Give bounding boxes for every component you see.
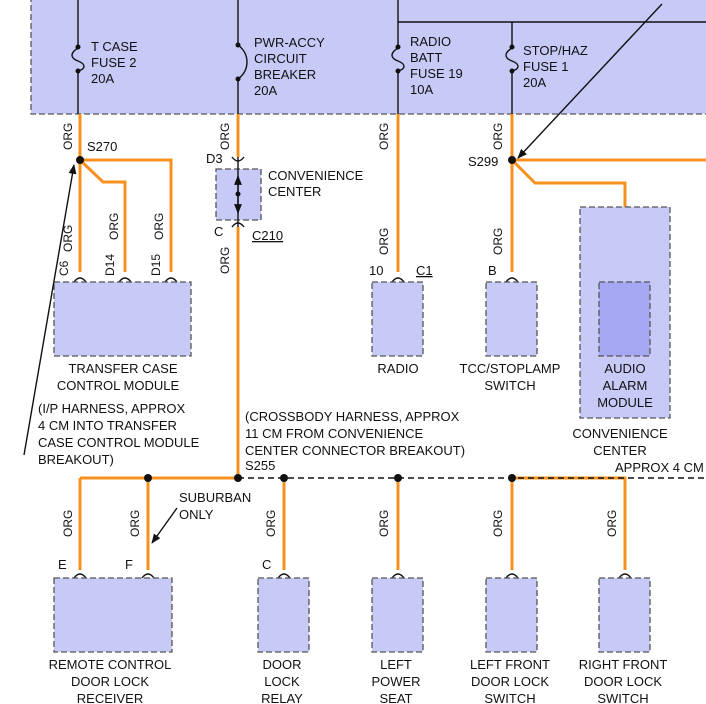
- ip-leader-arrow: [23, 164, 77, 456]
- svg-text:ORG: ORG: [107, 213, 121, 240]
- pin-d3: D3: [206, 151, 223, 166]
- svg-text:ORG: ORG: [605, 510, 619, 537]
- left-power-seat: [371, 577, 424, 653]
- svg-text:ORG: ORG: [218, 247, 232, 274]
- tcc-stoplamp-switch: [485, 281, 538, 357]
- remote-door-lock-receiver: [53, 577, 173, 653]
- fuse-stop-haz: [505, 37, 519, 78]
- splice-s255: S255: [245, 458, 275, 473]
- fuse-radio-batt: [391, 37, 405, 78]
- splice-dots: [76, 156, 516, 482]
- svg-text:ORG: ORG: [377, 123, 391, 150]
- svg-text:ORG: ORG: [377, 228, 391, 255]
- pin-c1: C1: [416, 263, 433, 278]
- connector-c210: C210: [252, 228, 283, 243]
- pin-b: B: [488, 263, 497, 278]
- bus-bar: [77, 0, 706, 37]
- approx-note: APPROX 4 CM: [615, 460, 704, 475]
- right-front-switch: [598, 577, 651, 653]
- pin-c-relay: C: [262, 557, 271, 572]
- svg-text:ORG: ORG: [491, 123, 505, 150]
- pin-f: F: [125, 557, 133, 572]
- svg-text:ORG: ORG: [128, 510, 142, 537]
- svg-text:ORG: ORG: [61, 510, 75, 537]
- wire-color-labels: ORG ORG ORG ORG ORG ORG ORG ORG ORG ORG …: [61, 123, 619, 537]
- pin-d15: D15: [149, 254, 163, 276]
- pin-c6: C6: [57, 260, 71, 276]
- pin-e: E: [58, 557, 67, 572]
- svg-text:ORG: ORG: [218, 123, 232, 150]
- door-lock-relay: [257, 577, 310, 653]
- s299-leader-arrow: [517, 3, 663, 159]
- suburban-leader-arrow: [151, 507, 178, 544]
- splice-s299: S299: [468, 154, 498, 169]
- svg-text:ORG: ORG: [61, 225, 75, 252]
- svg-text:ORG: ORG: [491, 510, 505, 537]
- svg-text:ORG: ORG: [264, 510, 278, 537]
- svg-text:ORG: ORG: [61, 123, 75, 150]
- fuse-t-case: [71, 37, 85, 78]
- splice-s270: S270: [87, 139, 117, 154]
- audio-alarm-module: [598, 281, 651, 357]
- pin-d14: D14: [103, 254, 117, 276]
- svg-text:ORG: ORG: [152, 213, 166, 240]
- breaker-pwr-accy: [235, 37, 248, 87]
- transfer-case-module: [53, 281, 192, 357]
- fuse-block-panel: [30, 0, 706, 115]
- svg-text:ORG: ORG: [491, 228, 505, 255]
- left-front-switch: [485, 577, 538, 653]
- pin-10: 10: [369, 263, 383, 278]
- svg-text:ORG: ORG: [377, 510, 391, 537]
- radio-module: [371, 281, 424, 357]
- pin-c-conv: C: [214, 224, 223, 239]
- radio-label: RADIO: [377, 361, 418, 376]
